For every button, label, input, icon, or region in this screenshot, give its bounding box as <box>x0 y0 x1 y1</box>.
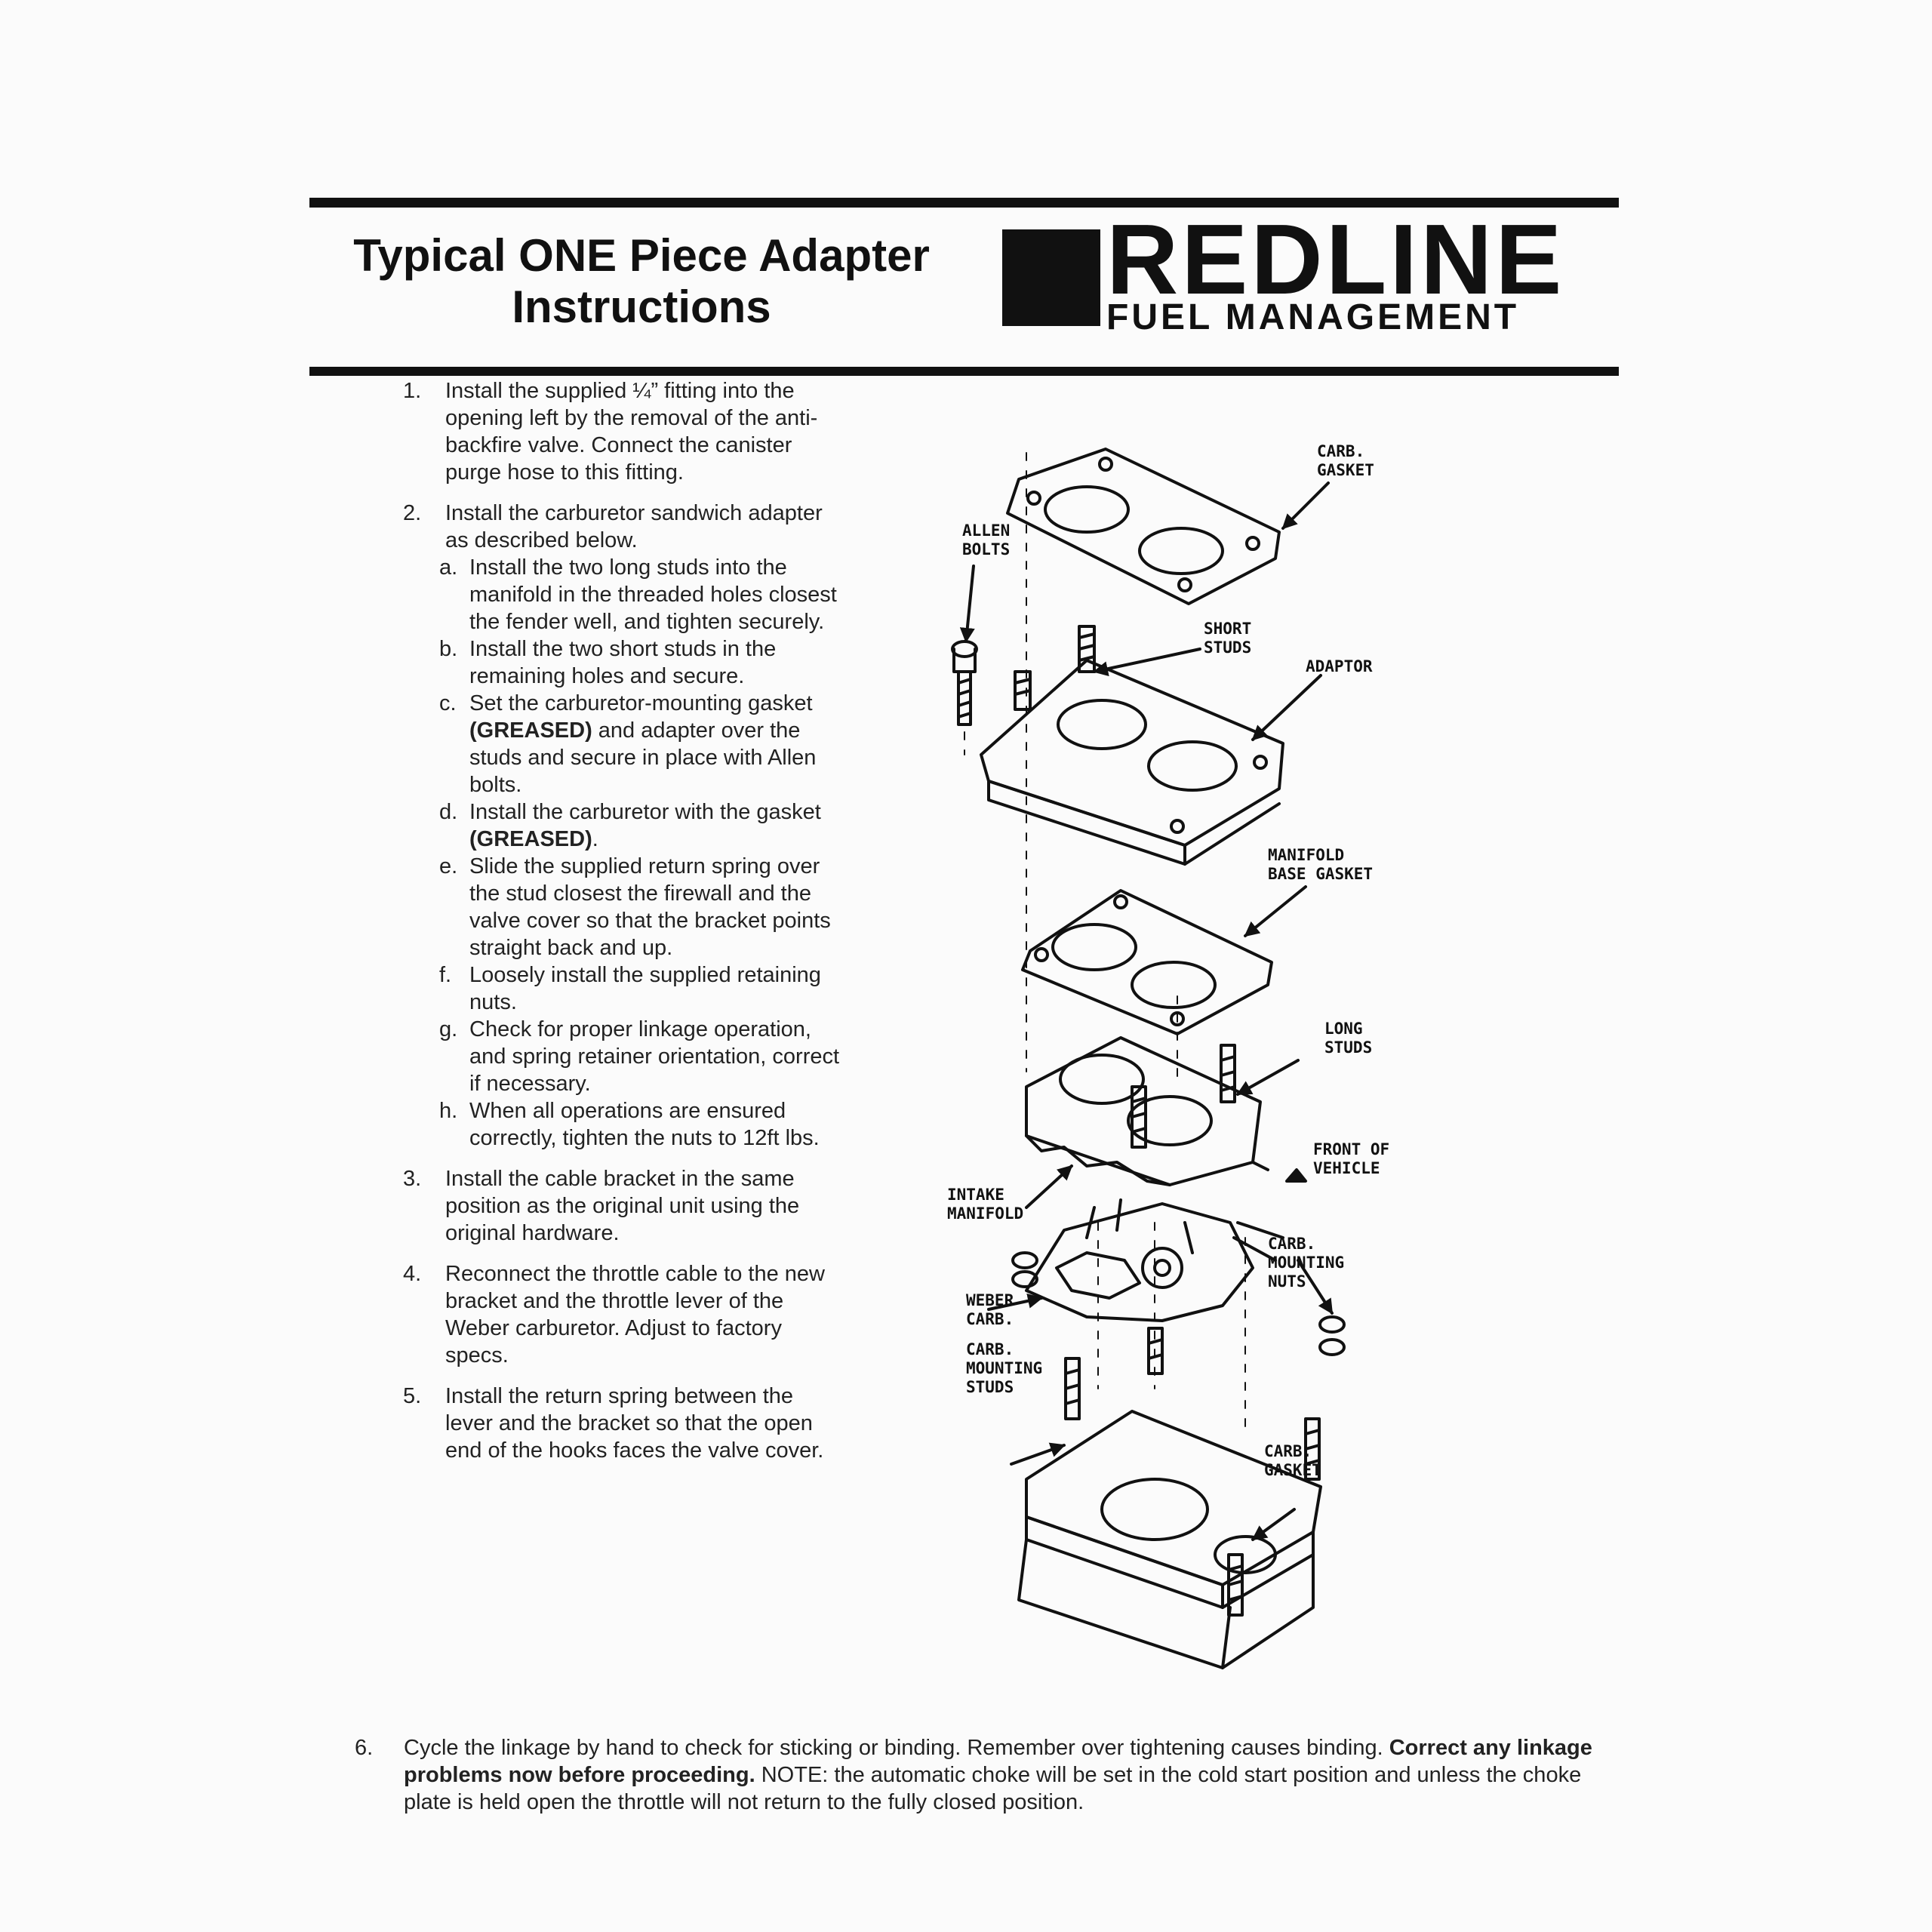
label-allen-bolts: ALLEN <box>962 521 1010 540</box>
substep-letter: g. <box>439 1017 458 1041</box>
substep-letter: h. <box>439 1099 458 1123</box>
step-6: 6. Cycle the linkage by hand to check fo… <box>355 1734 1607 1816</box>
substep-emphasis: (GREASED) <box>469 718 592 743</box>
title-line-2: Instructions <box>512 281 771 332</box>
step-text: Install the cable bracket in the same po… <box>445 1167 800 1245</box>
substep-text: Install the two short studs in the remai… <box>469 637 777 688</box>
lower-adapter-part <box>1017 1410 1322 1669</box>
step-text: Install the carburetor sandwich adapter … <box>445 501 823 552</box>
label-front-of-vehicle: FRONT OF <box>1313 1140 1389 1158</box>
substep-b: b. Install the two short studs in the re… <box>392 635 845 690</box>
step-number: 1. <box>403 379 422 403</box>
step-text: Install the return spring between the le… <box>445 1384 824 1463</box>
label-front-of-vehicle: VEHICLE <box>1313 1159 1380 1177</box>
step-text: Install the supplied ¼” fitting into the… <box>445 379 818 485</box>
label-carb-mounting-nuts: MOUNTING <box>1268 1254 1344 1272</box>
substep-letter: e. <box>439 854 458 878</box>
step-4: 4. Reconnect the throttle cable to the n… <box>392 1260 845 1369</box>
substep-d: d. Install the carburetor with the gaske… <box>392 798 845 853</box>
label-short-studs: SHORT <box>1204 620 1251 638</box>
logo-brand: REDLINE <box>1106 204 1565 315</box>
label-carb-mounting-nuts: NUTS <box>1268 1272 1306 1291</box>
leader-arrows <box>959 481 1334 1541</box>
label-lower-carb-gasket: CARB. <box>1264 1442 1312 1460</box>
manifold-gasket-part <box>1021 889 1273 1035</box>
carb-mounting-nuts-part <box>1011 1251 1346 1356</box>
substep-letter: c. <box>439 691 457 715</box>
step-number: 2. <box>403 501 422 525</box>
substep-f: f. Loosely install the supplied retainin… <box>392 961 845 1016</box>
label-carb-gasket: CARB. <box>1317 442 1364 460</box>
substep-emphasis: (GREASED) <box>469 827 592 851</box>
label-manifold-base-gasket: BASE GASKET <box>1268 865 1373 883</box>
substep-a: a. Install the two long studs into the m… <box>392 554 845 635</box>
label-lower-carb-gasket: GASKET <box>1264 1461 1321 1479</box>
step6-emphasis: Correct any linkage problems now before … <box>404 1736 1592 1787</box>
substep-letter: d. <box>439 800 458 824</box>
step-number: 5. <box>403 1384 422 1408</box>
step-text: Cycle the linkage by hand to check for s… <box>355 1734 1607 1816</box>
step-1: 1. Install the supplied ¼” fitting into … <box>392 377 845 486</box>
instruction-list: 1. Install the supplied ¼” fitting into … <box>392 377 845 1478</box>
header-rule-top <box>309 198 1619 208</box>
step-number: 4. <box>403 1262 422 1286</box>
label-manifold-base-gasket: MANIFOLD <box>1268 846 1344 864</box>
alignment-lines <box>964 452 1246 1427</box>
header-rule-bottom <box>309 367 1619 376</box>
substep-g: g. Check for proper linkage operation, a… <box>392 1016 845 1097</box>
substep-text: Slide the supplied return spring over th… <box>469 854 831 960</box>
label-intake-manifold: MANIFOLD <box>947 1204 1023 1223</box>
logo-block <box>1002 229 1100 326</box>
label-carb-mounting-nuts: CARB. <box>1268 1235 1315 1253</box>
label-weber-carb: CARB. <box>966 1310 1014 1328</box>
label-carb-mounting-studs: CARB. <box>966 1340 1014 1358</box>
substep-letter: a. <box>439 555 458 580</box>
label-short-studs: STUDS <box>1204 638 1251 657</box>
front-arrow-icon <box>1285 1168 1307 1183</box>
substep-text: Install the two long studs into the mani… <box>469 555 837 634</box>
label-carb-mounting-studs: MOUNTING <box>966 1359 1042 1377</box>
step-2: 2. Install the carburetor sandwich adapt… <box>392 500 845 554</box>
step6-note: NOTE: the automatic choke will be set in… <box>404 1763 1582 1814</box>
logo-subtitle: FUEL MANAGEMENT <box>1106 297 1520 337</box>
substep-text: When all operations are ensured correctl… <box>469 1099 820 1150</box>
step-number: 6. <box>355 1736 374 1760</box>
substep-c: c. Set the carburetor-mounting gasket (G… <box>392 690 845 798</box>
step-3: 3. Install the cable bracket in the same… <box>392 1165 845 1247</box>
label-long-studs: LONG <box>1324 1020 1363 1038</box>
allen-bolt-part <box>951 640 978 726</box>
step-5: 5. Install the return spring between the… <box>392 1383 845 1464</box>
weber-carb-part <box>1025 1198 1284 1322</box>
label-intake-manifold: INTAKE <box>947 1186 1004 1204</box>
substep-h: h. When all operations are ensured corre… <box>392 1097 845 1152</box>
title-line-1: Typical ONE Piece Adapter <box>353 230 930 281</box>
label-allen-bolts: BOLTS <box>962 540 1010 558</box>
carb-gasket-part <box>1006 448 1281 605</box>
label-carb-mounting-studs: STUDS <box>966 1378 1014 1396</box>
substep-text-pre: Install the carburetor with the gasket <box>469 800 821 824</box>
label-adaptor: ADAPTOR <box>1306 657 1373 675</box>
assembly-diagram: CARB. GASKET ALLEN BOLTS SHORT STUDS ADA… <box>947 442 1389 1669</box>
label-long-studs: STUDS <box>1324 1038 1372 1057</box>
substep-text: Check for proper linkage operation, and … <box>469 1017 840 1096</box>
substep-text-post: . <box>592 827 598 851</box>
label-carb-gasket: GASKET <box>1317 461 1374 479</box>
step-number: 3. <box>403 1167 422 1191</box>
step6-text: Cycle the linkage by hand to check for s… <box>404 1736 1389 1760</box>
substep-e: e. Slide the supplied return spring over… <box>392 853 845 961</box>
substep-text-pre: Set the carburetor-mounting gasket <box>469 691 813 715</box>
adaptor-part <box>980 659 1284 866</box>
intake-manifold-part <box>1025 1036 1269 1186</box>
substep-letter: b. <box>439 637 458 661</box>
substep-letter: f. <box>439 963 452 987</box>
label-weber-carb: WEBER <box>966 1291 1014 1309</box>
step-text: Reconnect the throttle cable to the new … <box>445 1262 825 1367</box>
page-title: Typical ONE Piece Adapter Instructions <box>332 230 951 333</box>
substep-text: Loosely install the supplied retaining n… <box>469 963 821 1014</box>
substep-text-post: and adapter over the studs and secure in… <box>469 718 817 797</box>
redline-logo: REDLINE FUEL MANAGEMENT <box>1002 207 1606 337</box>
diagram-labels: CARB. GASKET ALLEN BOLTS SHORT STUDS ADA… <box>947 442 1389 1479</box>
